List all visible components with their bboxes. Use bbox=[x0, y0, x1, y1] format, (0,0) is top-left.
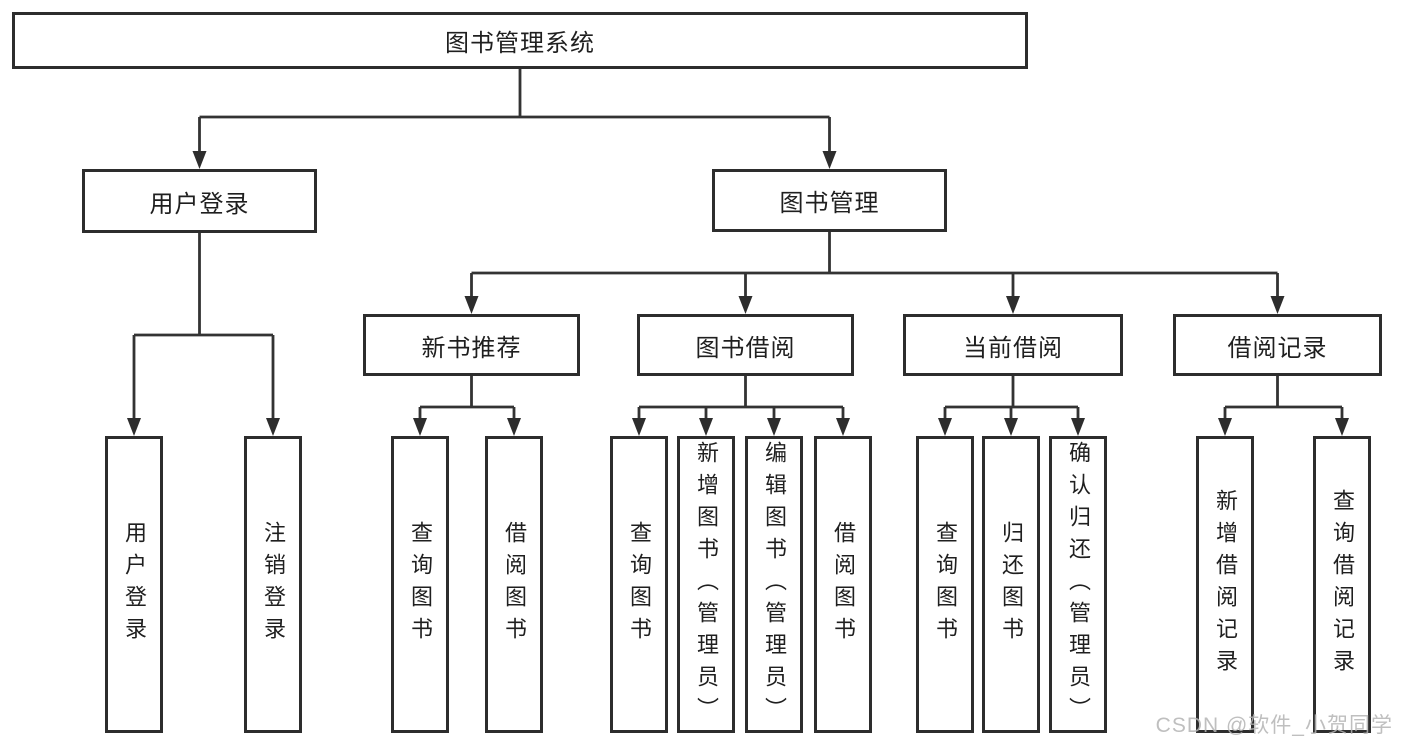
node-leaf-add-book-admin: 新增图书（管理员） bbox=[677, 436, 735, 733]
node-label: 查询图书 bbox=[408, 520, 433, 649]
node-label: 用户登录 bbox=[149, 190, 250, 218]
node-new-book-recommend: 新书推荐 bbox=[363, 314, 580, 376]
node-leaf-add-borrow-record: 新增借阅记录 bbox=[1196, 436, 1254, 733]
connector-root-to-level2 bbox=[192, 69, 837, 169]
node-leaf-query-borrow-record: 查询借阅记录 bbox=[1313, 436, 1371, 733]
node-leaf-user-login: 用户登录 bbox=[105, 436, 163, 733]
node-label: 查询图书 bbox=[627, 520, 652, 649]
node-label: 用户登录 bbox=[122, 520, 147, 649]
node-label: 查询图书 bbox=[933, 520, 958, 649]
node-label: 图书管理系统 bbox=[445, 30, 595, 57]
node-label: 注销登录 bbox=[261, 520, 286, 649]
node-label: 借阅记录 bbox=[1227, 334, 1328, 362]
csdn-watermark: CSDN @软件_小贺同学 bbox=[1155, 714, 1393, 737]
node-label: 借阅图书 bbox=[502, 520, 527, 649]
node-label: 查询借阅记录 bbox=[1330, 488, 1355, 681]
node-label: 图书借阅 bbox=[695, 334, 796, 362]
node-label: 确认归还（管理员） bbox=[1066, 440, 1091, 729]
node-library-management-system: 图书管理系统 bbox=[12, 12, 1028, 69]
node-leaf-query-books-1: 查询图书 bbox=[391, 436, 449, 733]
node-user-login: 用户登录 bbox=[82, 169, 317, 233]
node-leaf-return-book: 归还图书 bbox=[982, 436, 1040, 733]
node-label: 借阅图书 bbox=[831, 520, 856, 649]
node-book-management: 图书管理 bbox=[712, 169, 947, 232]
node-current-borrow: 当前借阅 bbox=[903, 314, 1123, 376]
connector-book-borrow-to-leaves bbox=[632, 376, 850, 436]
node-book-borrow: 图书借阅 bbox=[637, 314, 854, 376]
node-leaf-borrow-books-2: 借阅图书 bbox=[814, 436, 872, 733]
node-label: 当前借阅 bbox=[963, 334, 1063, 362]
node-label: 新增借阅记录 bbox=[1213, 488, 1238, 681]
node-borrow-records: 借阅记录 bbox=[1173, 314, 1382, 376]
node-leaf-query-books-2: 查询图书 bbox=[610, 436, 668, 733]
connector-book-management-to-categories bbox=[464, 232, 1285, 314]
node-leaf-query-books-3: 查询图书 bbox=[916, 436, 974, 733]
connector-current-borrow-to-leaves bbox=[938, 376, 1085, 436]
node-leaf-edit-book-admin: 编辑图书（管理员） bbox=[745, 436, 803, 733]
node-label: 新增图书（管理员） bbox=[694, 440, 719, 729]
connector-user-login-to-leaves bbox=[127, 233, 280, 436]
connector-borrow-records-to-leaves bbox=[1218, 376, 1349, 436]
node-label: 编辑图书（管理员） bbox=[762, 440, 787, 729]
node-leaf-logout: 注销登录 bbox=[244, 436, 302, 733]
node-label: 图书管理 bbox=[779, 190, 880, 217]
connector-new-book-recommend-to-leaves bbox=[413, 376, 521, 436]
node-label: 新书推荐 bbox=[421, 334, 522, 362]
node-leaf-confirm-return-admin: 确认归还（管理员） bbox=[1049, 436, 1107, 733]
node-label: 归还图书 bbox=[999, 520, 1024, 649]
node-leaf-borrow-books-1: 借阅图书 bbox=[485, 436, 543, 733]
